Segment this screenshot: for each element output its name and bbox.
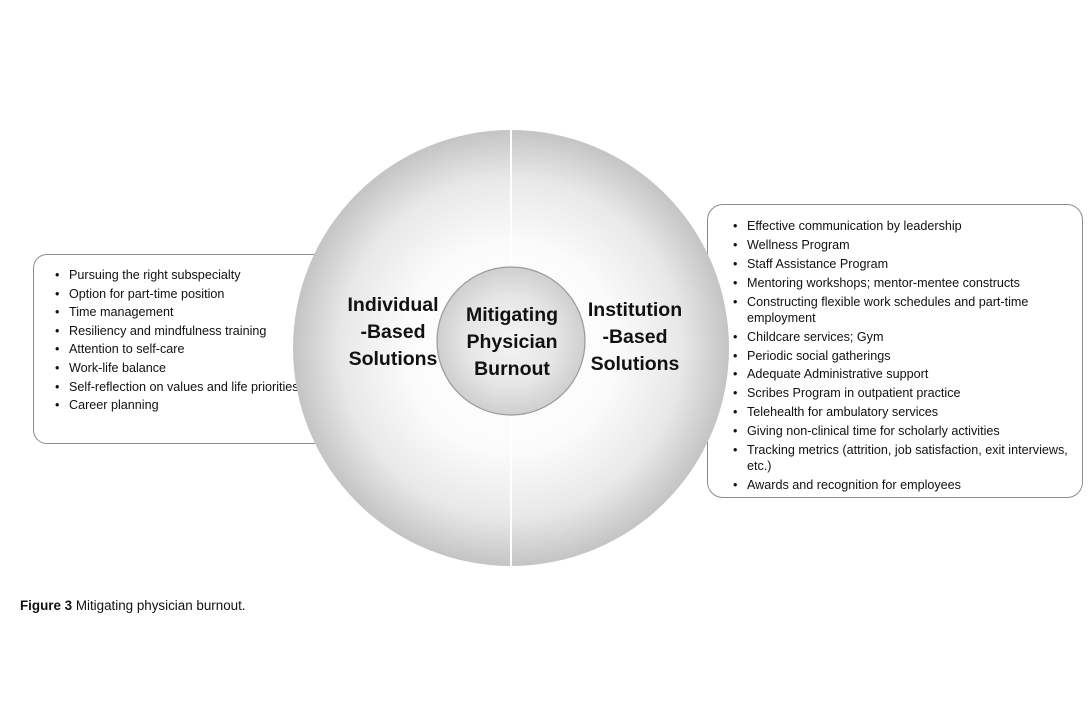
right-item: Constructing flexible work schedules and… [732, 295, 1074, 326]
individual-label-line-3: Solutions [348, 348, 438, 370]
left-item: Option for part-time position [54, 287, 332, 303]
individual-label-line-2: -Based [360, 321, 426, 343]
individual-solutions-list: Pursuing the right subspecialtyOption fo… [54, 268, 332, 414]
institution-solutions-box: Effective communication by leadershipWel… [707, 204, 1083, 498]
left-item: Career planning [54, 398, 332, 414]
right-item: Awards and recognition for employees [732, 478, 1074, 494]
right-item: Scribes Program in outpatient practice [732, 386, 1074, 402]
right-item: Periodic social gatherings [732, 349, 1074, 365]
left-item: Pursuing the right subspecialty [54, 268, 332, 284]
institution-based-label: Institution -Based Solutions [578, 297, 692, 378]
center-label-line-2: Physician [466, 331, 558, 353]
left-item: Self-reflection on values and life prior… [54, 380, 332, 396]
institution-label-line-2: -Based [602, 326, 668, 348]
individual-solutions-box: Pursuing the right subspecialtyOption fo… [33, 254, 333, 444]
institution-label-line-3: Solutions [590, 353, 680, 375]
left-item: Resiliency and mindfulness training [54, 324, 332, 340]
right-item: Childcare services; Gym [732, 330, 1074, 346]
figure-number: Figure 3 [20, 598, 73, 613]
center-label: Mitigating Physician Burnout [446, 302, 578, 383]
right-item: Tracking metrics (attrition, job satisfa… [732, 443, 1074, 474]
center-circle [436, 266, 586, 416]
individual-based-label: Individual -Based Solutions [338, 292, 448, 373]
figure-caption: Figure 3 Mitigating physician burnout. [20, 598, 246, 613]
institution-solutions-list: Effective communication by leadershipWel… [732, 219, 1074, 494]
right-item: Staff Assistance Program [732, 257, 1074, 273]
right-item: Telehealth for ambulatory services [732, 405, 1074, 421]
right-item: Adequate Administrative support [732, 367, 1074, 383]
institution-label-line-1: Institution [587, 299, 683, 321]
individual-label-line-1: Individual [347, 294, 439, 316]
right-item: Wellness Program [732, 238, 1074, 254]
right-item: Effective communication by leadership [732, 219, 1074, 235]
left-item: Work-life balance [54, 361, 332, 377]
left-item: Attention to self-care [54, 342, 332, 358]
center-label-line-3: Burnout [474, 358, 550, 380]
right-item: Mentoring workshops; mentor-mentee const… [732, 276, 1074, 292]
right-item: Giving non-clinical time for scholarly a… [732, 424, 1074, 440]
left-item: Time management [54, 305, 332, 321]
caption-text: Mitigating physician burnout. [72, 598, 246, 613]
center-label-line-1: Mitigating [465, 304, 559, 326]
